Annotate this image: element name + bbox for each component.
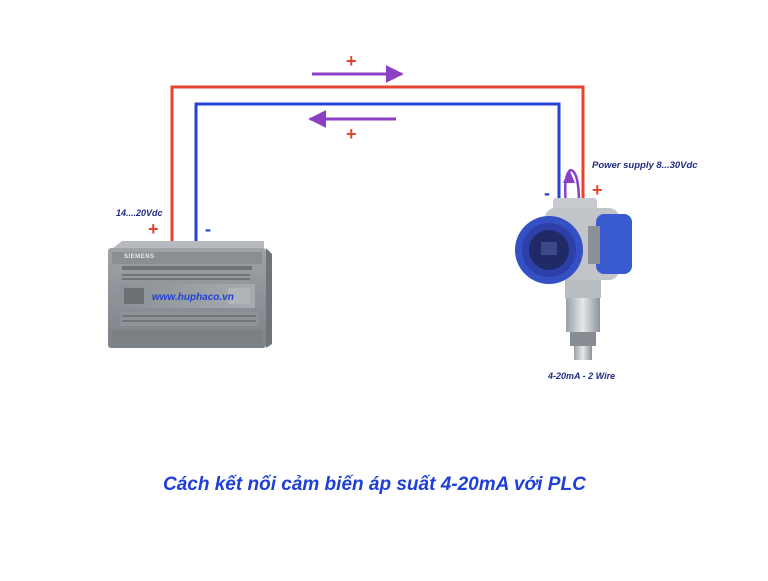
- plc-module: [108, 241, 272, 348]
- loop-arrow: [563, 168, 581, 206]
- diagram-title: Cách kết nối cảm biến áp suất 4-20mA với…: [163, 474, 586, 495]
- plc-plus-sign: +: [148, 219, 159, 239]
- arrow-top-sign: +: [346, 51, 357, 71]
- arrow-bottom-sign: +: [346, 124, 357, 144]
- watermark: www.huphaco.vn: [152, 292, 234, 303]
- sensor-minus-sign: -: [544, 183, 550, 203]
- loop-arrow-head: [563, 169, 575, 183]
- positive-wire: [170, 85, 585, 244]
- pressure-transmitter: [515, 198, 632, 360]
- negative-wire: [194, 102, 561, 244]
- plc-voltage-label: 14....20Vdc: [116, 208, 163, 218]
- sensor-plus-sign: +: [592, 180, 603, 200]
- sensor-type-label: 4-20mA - 2 Wire: [548, 371, 616, 381]
- plc-brand: SIEMENS: [124, 254, 155, 260]
- plc-minus-sign: -: [205, 219, 211, 239]
- sensor-power-label: Power supply 8...30Vdc: [592, 160, 698, 171]
